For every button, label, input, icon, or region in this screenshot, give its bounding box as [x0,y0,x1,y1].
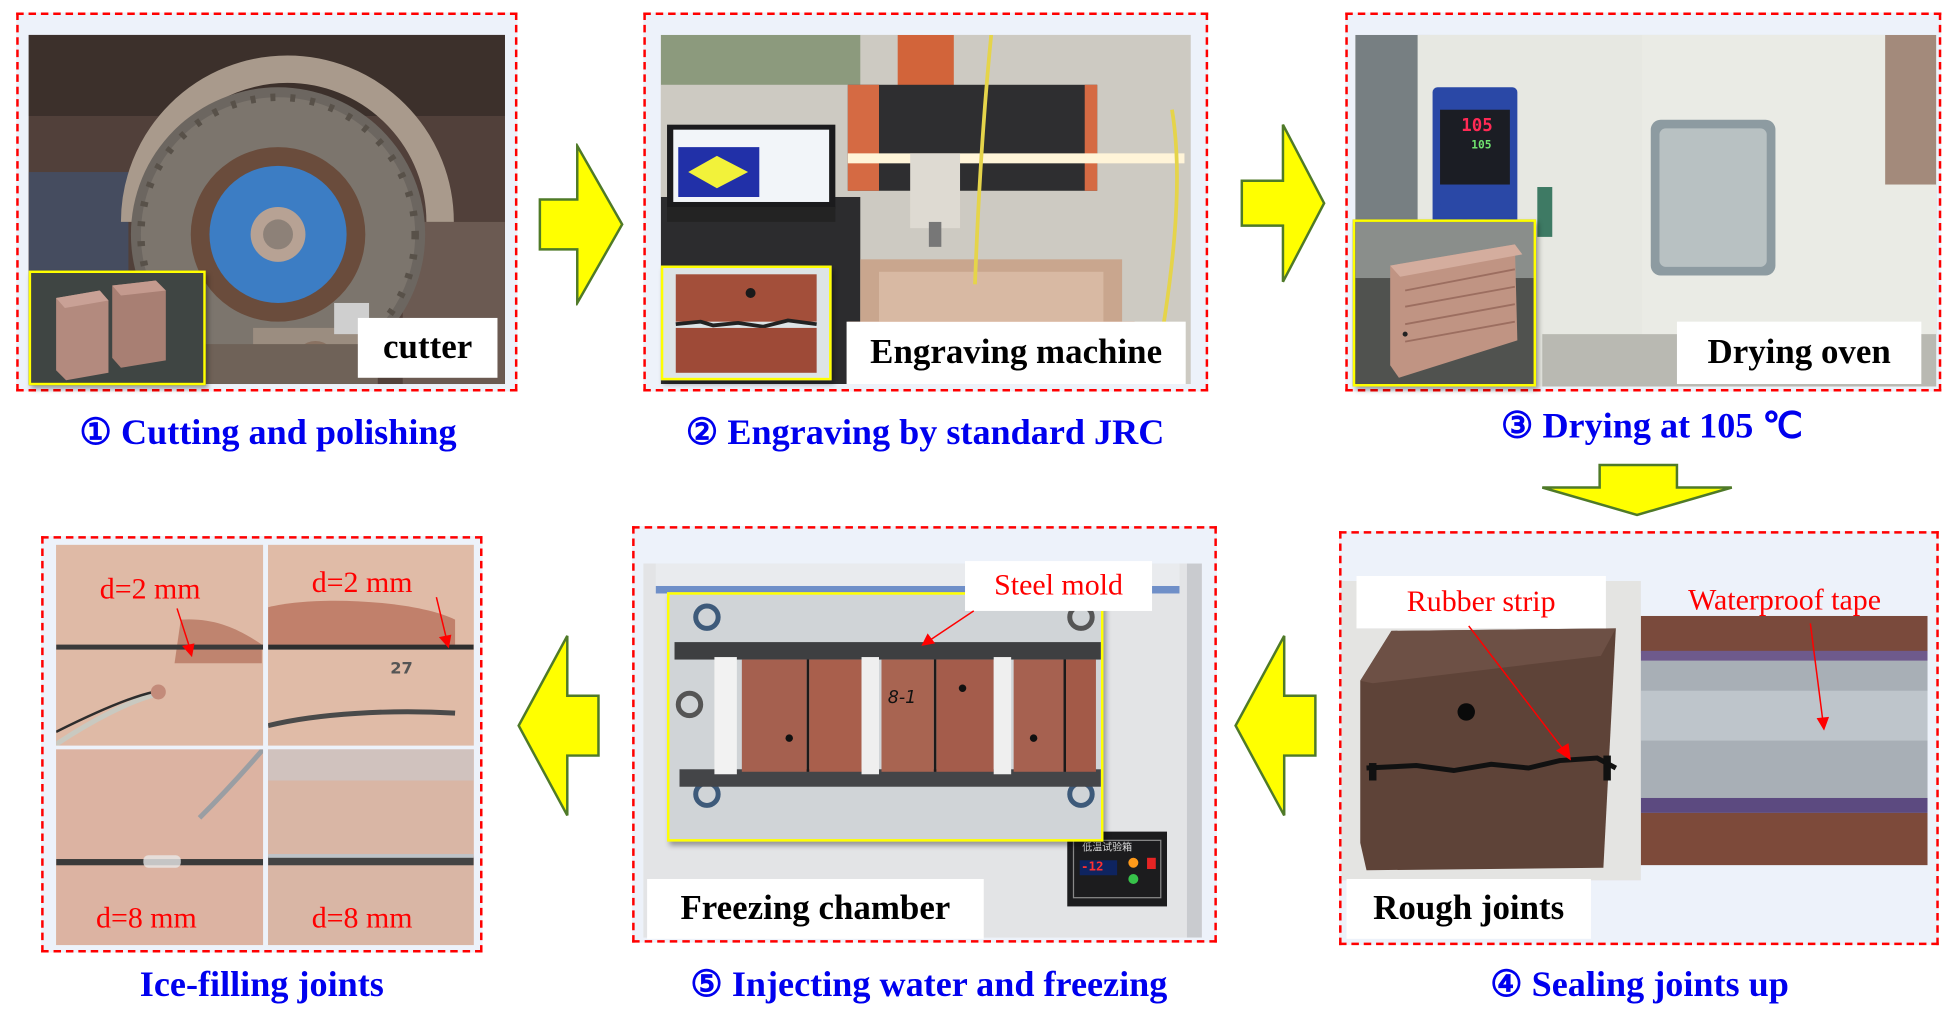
annotation-arrow-icon [1809,623,1830,731]
cutter-label: cutter [357,317,498,378]
ice-joint-photo-1 [56,544,264,746]
ice-joint-photo-3 [56,749,264,946]
waterproof-tape-photo [1640,615,1928,866]
rough-joints-label: Rough joints [1346,878,1591,939]
caption-step4: ④ Sealing joints up [1490,965,1789,1005]
drying-oven-label: Drying oven [1676,321,1922,385]
oven-display-actual: 105 [1471,139,1492,153]
caption-step3: ③ Drying at 105 ℃ [1500,406,1804,447]
cut-blocks-inset [28,270,206,386]
steel-mold-inset: 8-1 [667,592,1104,842]
oven-display-set: 105 [1461,115,1493,136]
arrow-left-icon [1232,633,1319,818]
freezing-chamber-label: Freezing chamber [647,878,984,939]
annotation-arrow-icon [176,608,195,658]
arrow-down-icon [1537,463,1736,518]
waterproof-tape-annotation: Waterproof tape [1688,584,1881,618]
rubber-strip-annotation: Rubber strip [1356,576,1606,629]
annotation-arrow-icon [435,597,452,649]
arrow-right-icon [1238,122,1328,284]
caption-step1: ① Cutting and polishing [79,412,457,453]
steel-mold-annotation: Steel mold [965,561,1153,611]
annotation-arrow-icon [1468,625,1571,761]
caption-step6: Ice-filling joints [139,965,384,1005]
ice-joint-photo-2: 27 [268,544,474,746]
rough-joint-photo [1341,581,1641,881]
arrow-left-icon [515,633,602,818]
caption-step2: ② Engraving by standard JRC [685,412,1165,453]
arrow-right-icon [536,143,626,306]
gap-annotation-2mm-b: d=2 mm [311,567,413,600]
engraving-machine-label: Engraving machine [846,321,1186,385]
specimen-mark-8-1: 8-1 [887,688,917,709]
engraved-specimen-inset [660,265,832,381]
chamber-panel-title: 低温试验箱 [1082,841,1133,853]
chamber-temperature-readout: -12 [1080,860,1104,875]
ice-joint-photo-4 [268,749,474,946]
dried-specimen-inset [1352,219,1537,387]
gap-annotation-8mm-a: d=8 mm [96,902,197,936]
specimen-mark-27: 27 [390,659,413,679]
annotation-arrow-icon [921,610,975,646]
gap-annotation-2mm-a: d=2 mm [99,573,201,606]
gap-annotation-8mm-b: d=8 mm [311,902,413,936]
caption-step5: ⑤ Injecting water and freezing [690,965,1168,1005]
